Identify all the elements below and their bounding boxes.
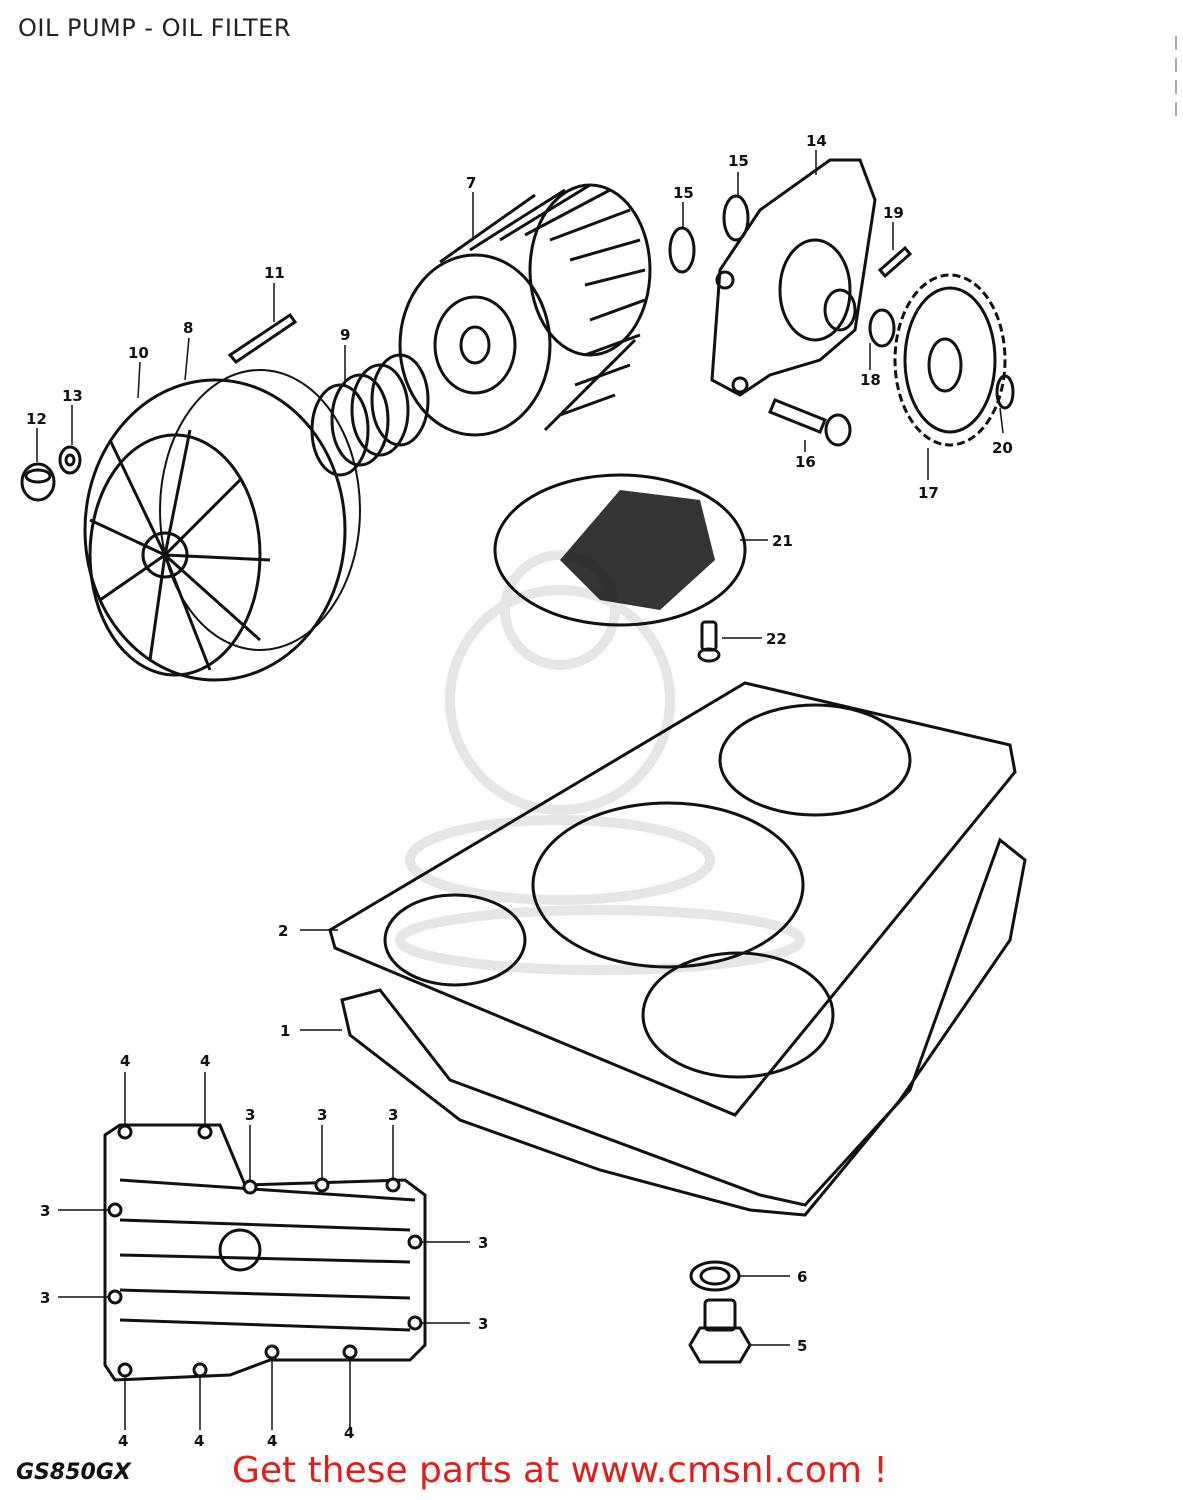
part-19-pin[interactable] xyxy=(877,245,913,279)
callout-13: 13 xyxy=(62,387,83,405)
part-18-washer[interactable] xyxy=(868,308,896,348)
callout-14: 14 xyxy=(806,132,827,150)
part-5-drain-plug[interactable] xyxy=(688,1298,752,1364)
callout-10: 10 xyxy=(128,344,149,362)
part-8-o-ring[interactable] xyxy=(159,369,361,651)
callout-4-e: 4 xyxy=(267,1432,277,1450)
callout-4-a: 4 xyxy=(120,1052,130,1070)
callout-4-c: 4 xyxy=(118,1432,128,1450)
model-code: GS850GX xyxy=(16,1460,131,1485)
callout-3-g: 3 xyxy=(478,1315,488,1333)
callout-4-d: 4 xyxy=(194,1432,204,1450)
callout-19: 19 xyxy=(883,204,904,222)
part-12-nut[interactable] xyxy=(20,462,56,502)
callout-1: 1 xyxy=(280,1022,290,1040)
callout-3-b: 3 xyxy=(317,1106,327,1124)
promo-link[interactable]: Get these parts at www.cmsnl.com ! xyxy=(232,1450,888,1491)
callout-3-e: 3 xyxy=(478,1234,488,1252)
part-1-oil-pan-upper[interactable] xyxy=(340,837,1027,1217)
part-17-gear[interactable] xyxy=(893,273,1007,447)
part-20-clip[interactable] xyxy=(995,374,1015,410)
part-13-washer[interactable] xyxy=(58,445,82,475)
part-15-o-ring-b[interactable] xyxy=(722,194,750,242)
part-10-filter-cover[interactable] xyxy=(83,378,347,682)
part-11-pin[interactable] xyxy=(227,312,298,364)
part-16-bolt[interactable] xyxy=(768,398,852,447)
callout-15-lower: 15 xyxy=(673,184,694,202)
part-21-strainer[interactable] xyxy=(493,473,747,627)
callout-17: 17 xyxy=(918,484,939,502)
watermark-logo xyxy=(395,550,805,975)
callout-16: 16 xyxy=(795,453,816,471)
callout-12: 12 xyxy=(26,410,47,428)
callout-11: 11 xyxy=(264,264,285,282)
callout-2: 2 xyxy=(278,922,288,940)
callouts: 7 14 15 15 19 11 8 9 10 13 12 18 20 16 1… xyxy=(26,132,1013,1450)
callout-18: 18 xyxy=(860,371,881,389)
pan-bolt-holes xyxy=(107,1124,423,1378)
oil-pan-lower[interactable] xyxy=(103,1123,427,1382)
part-15-o-ring-a[interactable] xyxy=(668,226,696,274)
callout-22: 22 xyxy=(766,630,787,648)
leader-lines xyxy=(36,150,1004,1430)
page-title: OIL PUMP - OIL FILTER xyxy=(18,14,292,42)
callout-5: 5 xyxy=(797,1337,807,1355)
callout-8: 8 xyxy=(183,319,193,337)
edge-marks xyxy=(1173,28,1179,168)
callout-15-upper: 15 xyxy=(728,152,749,170)
callout-4-b: 4 xyxy=(200,1052,210,1070)
callout-3-f: 3 xyxy=(40,1289,50,1307)
callout-6: 6 xyxy=(797,1268,807,1286)
callout-4-f: 4 xyxy=(344,1424,354,1442)
callout-9: 9 xyxy=(340,326,350,344)
callout-3-c: 3 xyxy=(388,1106,398,1124)
part-2-gasket[interactable] xyxy=(328,681,1017,1117)
part-6-washer[interactable] xyxy=(689,1260,741,1292)
callout-7: 7 xyxy=(466,174,476,192)
callout-21: 21 xyxy=(772,532,793,550)
part-22-screw[interactable] xyxy=(697,620,721,663)
part-7-oil-filter[interactable] xyxy=(398,183,652,437)
callout-3-d: 3 xyxy=(40,1202,50,1220)
callout-3-a: 3 xyxy=(245,1106,255,1124)
callout-20: 20 xyxy=(992,439,1013,457)
part-14-oil-pump[interactable] xyxy=(710,158,877,397)
